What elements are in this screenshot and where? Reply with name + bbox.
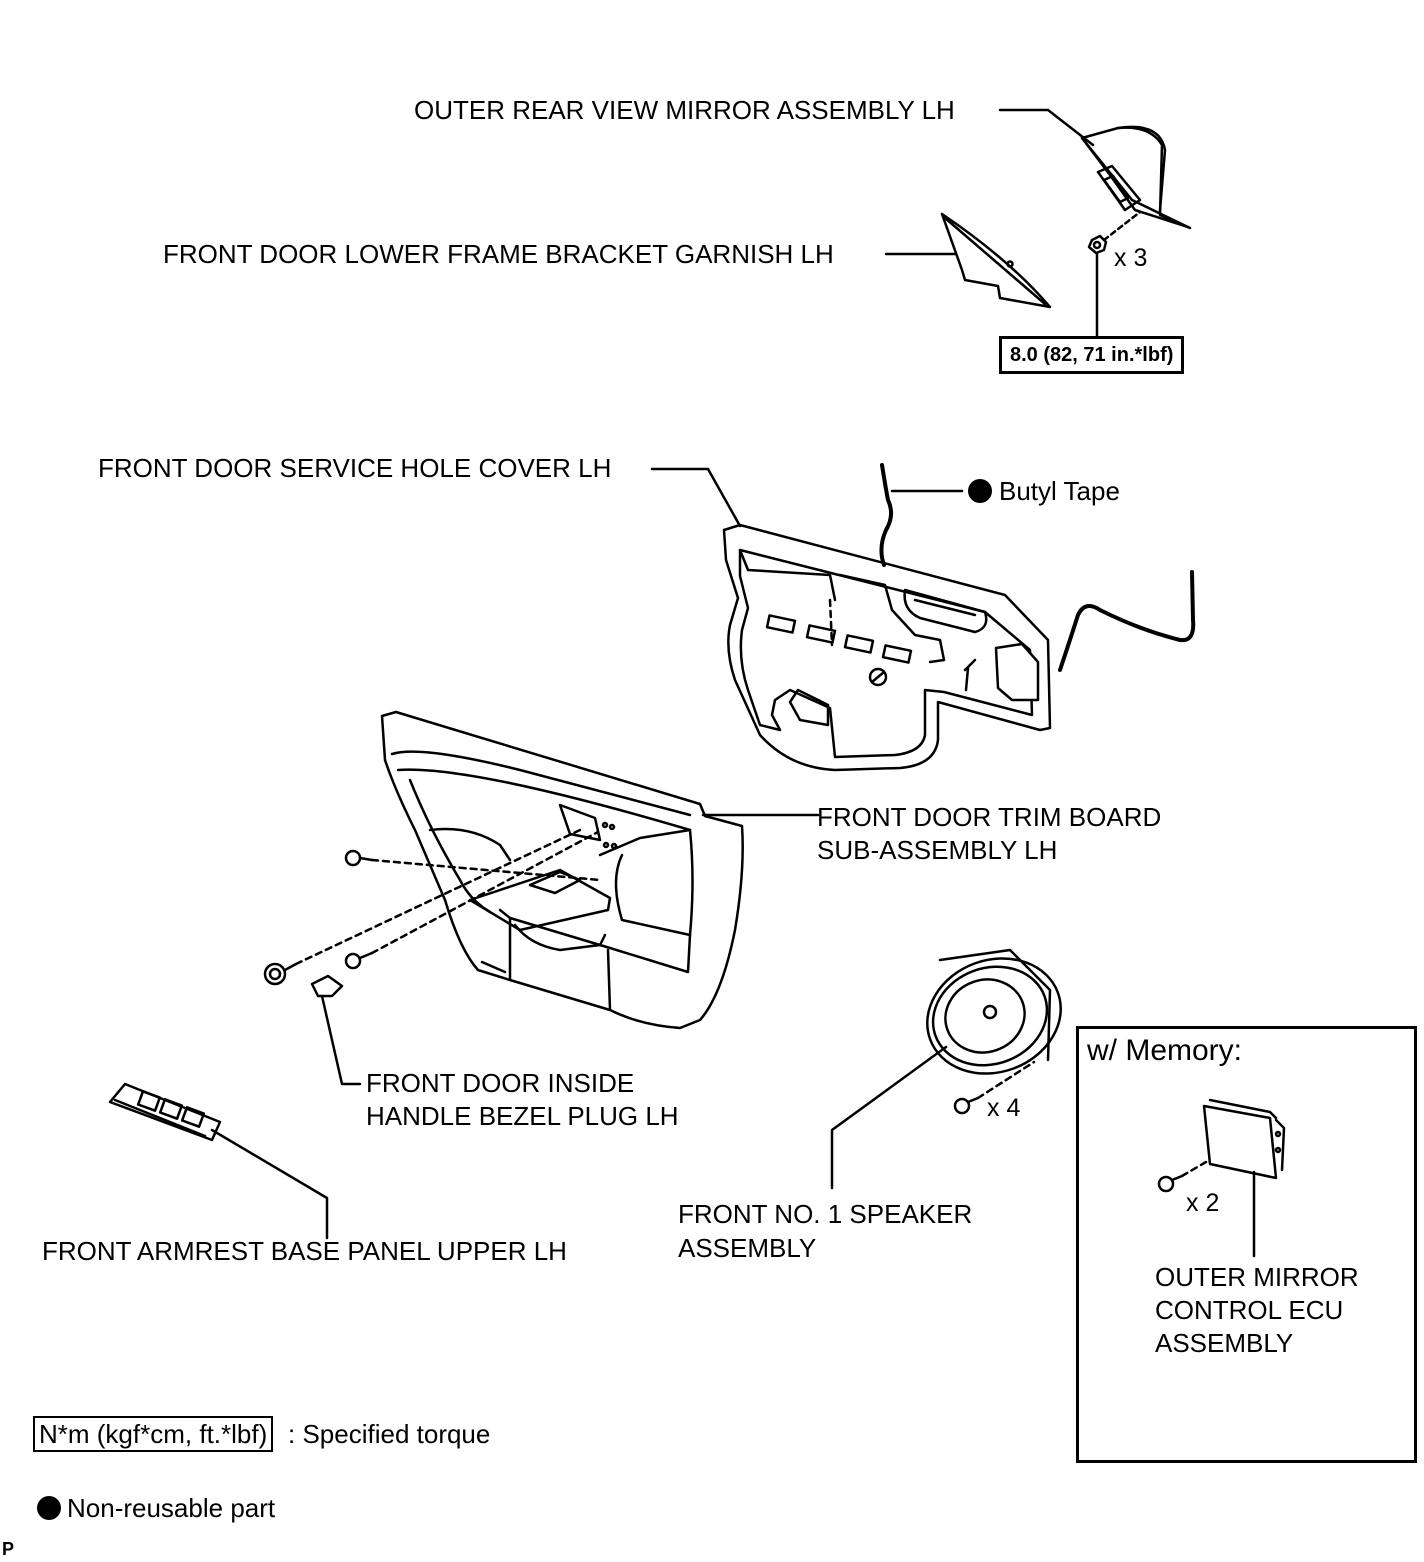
trim-screw-lower — [344, 951, 374, 970]
memory-box-title: w/ Memory: — [1087, 1034, 1243, 1067]
label-trim-board-line1: FRONT DOOR TRIM BOARD — [817, 802, 1162, 832]
memory-variant-box: w/ Memory: — [1076, 1026, 1417, 1463]
armrest-leader — [210, 1128, 329, 1240]
mirror-nut-dashed — [1102, 210, 1142, 242]
ecu-screw-dashed — [1180, 1160, 1208, 1178]
qty-ecu-screws: x 2 — [1186, 1189, 1220, 1217]
legend-nonreusable-desc: Non-reusable part — [67, 1493, 276, 1523]
trim-screw-upper-dashed — [370, 858, 602, 882]
legend-nonreusable-dot-icon — [37, 1496, 61, 1520]
label-service-hole-cover: FRONT DOOR SERVICE HOLE COVER LH — [98, 453, 612, 483]
label-speaker-line1: FRONT NO. 1 SPEAKER — [678, 1199, 973, 1229]
trim-screw-upper — [344, 849, 374, 867]
outer-mirror-illustration — [1080, 125, 1192, 230]
page-mark: P — [2, 1539, 15, 1559]
legend-torque-units: N*m (kgf*cm, ft.*lbf) — [33, 1416, 274, 1452]
armrest-panel-illustration — [108, 1082, 222, 1142]
label-butyl-tape: Butyl Tape — [999, 476, 1120, 506]
trim-board-illustration — [380, 710, 744, 1030]
label-armrest-panel: FRONT ARMREST BASE PANEL UPPER LH — [42, 1236, 567, 1266]
mirror-nut — [1087, 234, 1108, 255]
qty-mirror-nuts: x 3 — [1114, 244, 1148, 272]
ecu-screw — [1157, 1174, 1184, 1193]
torque-mirror-nut: 8.0 (82, 71 in.*lbf) — [999, 336, 1185, 374]
speaker-screw — [953, 1096, 980, 1115]
bezel-plug-illustration — [310, 974, 344, 998]
label-bezel-plug-line2: HANDLE BEZEL PLUG LH — [366, 1101, 679, 1131]
qty-speaker-screws: x 4 — [987, 1094, 1021, 1122]
ecu-illustration — [1202, 1098, 1286, 1180]
trim-clip-dashed — [294, 828, 582, 966]
outer-mirror-leader — [998, 108, 1095, 147]
butyl-tape-illustration — [879, 463, 1196, 672]
label-speaker-line2: ASSEMBLY — [678, 1233, 817, 1263]
label-trim-board-line2: SUB-ASSEMBLY LH — [817, 835, 1058, 865]
trim-clip — [263, 962, 298, 986]
nonreusable-dot-icon — [968, 479, 992, 503]
legend-torque-desc: : Specified torque — [288, 1419, 491, 1449]
label-ecu-line3: ASSEMBLY — [1155, 1328, 1294, 1358]
service-hole-cover-illustration — [722, 523, 1052, 772]
speaker-leader — [830, 1045, 948, 1190]
trim-screw-lower-dashed — [370, 830, 600, 955]
speaker-illustration — [926, 948, 1062, 1075]
label-ecu-line1: OUTER MIRROR — [1155, 1262, 1359, 1292]
label-ecu-line2: CONTROL ECU — [1155, 1295, 1344, 1325]
lower-frame-garnish-illustration — [940, 212, 1052, 309]
speaker-screw-dashed — [976, 1060, 1036, 1100]
bezel-plug-leader — [320, 994, 362, 1086]
label-outer-mirror: OUTER REAR VIEW MIRROR ASSEMBLY LH — [414, 95, 955, 125]
label-bezel-plug-line1: FRONT DOOR INSIDE — [366, 1068, 635, 1098]
label-lower-frame-garnish: FRONT DOOR LOWER FRAME BRACKET GARNISH L… — [163, 239, 834, 269]
service-hole-cover-leader — [650, 467, 742, 528]
